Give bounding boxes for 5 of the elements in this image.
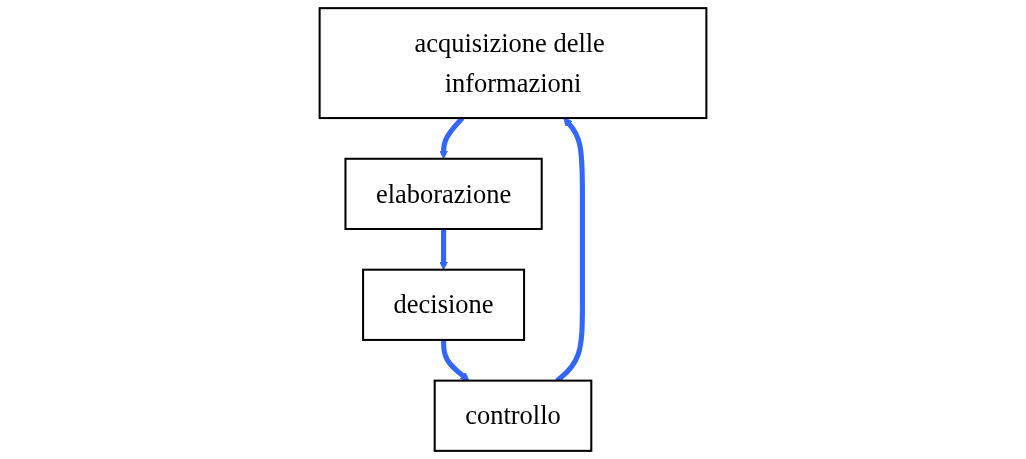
arrow bbox=[439, 116, 465, 160]
node-box: elaborazione bbox=[344, 157, 543, 230]
node-box: decisione bbox=[362, 268, 526, 341]
node-box: acquisizione delle informazioni bbox=[318, 7, 708, 120]
node-box: controllo bbox=[433, 379, 593, 452]
